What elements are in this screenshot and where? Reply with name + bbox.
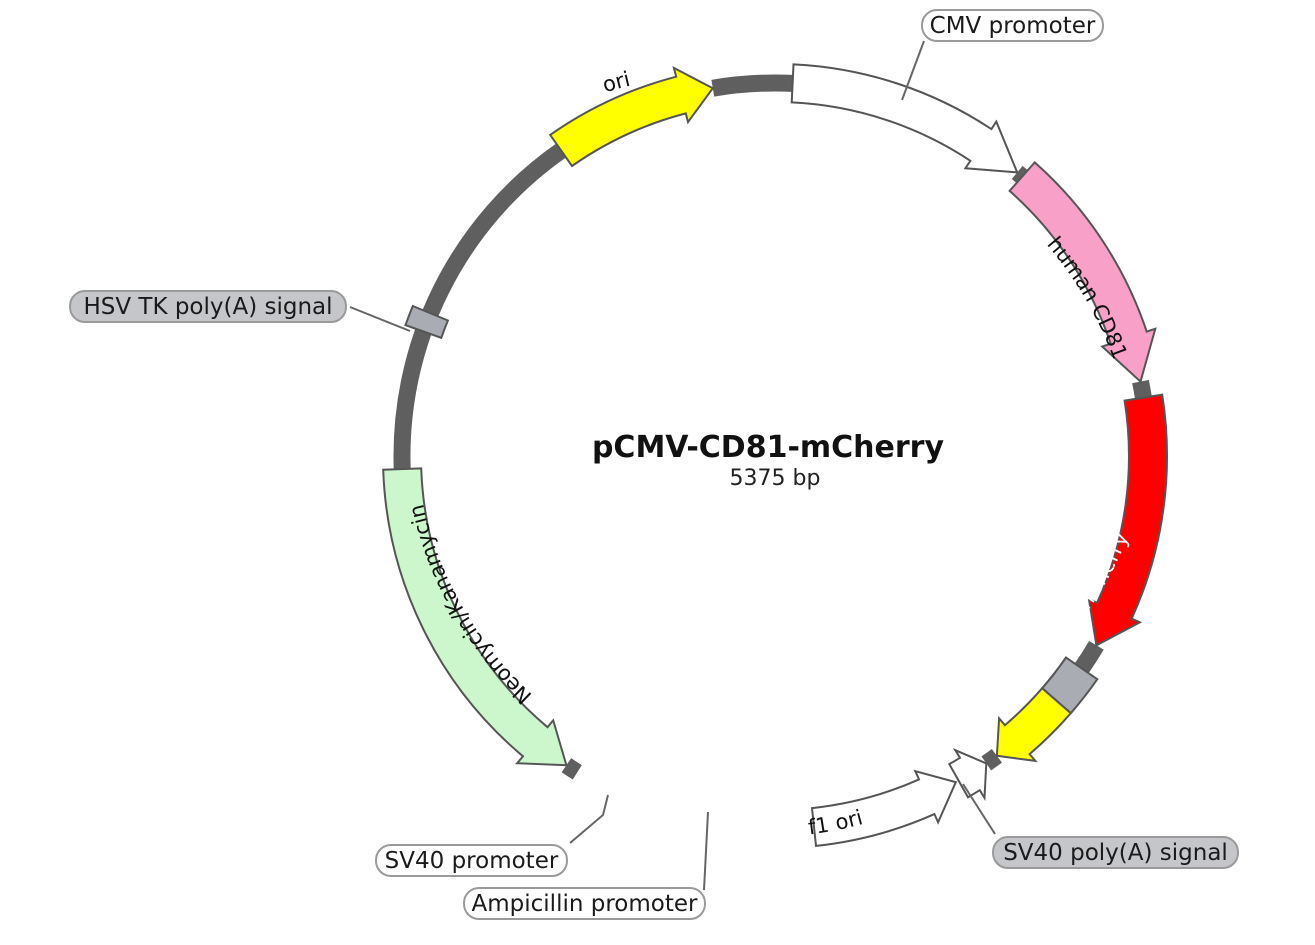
hsv-tk-polya-label: HSV TK poly(A) signal [83, 294, 332, 320]
sv40-polya-label-box [992, 836, 1239, 869]
cmv-promoter-leader [901, 40, 925, 101]
sv40-polya-label: SV40 poly(A) signal [1003, 840, 1228, 866]
sv40-polya-leader [962, 783, 996, 835]
sv40-polya-callout: SV40 poly(A) signal [992, 836, 1239, 869]
cmv-promoter-label: CMV promoter [930, 13, 1096, 39]
sv40-promoter-leader [569, 794, 609, 844]
sv40-promoter-callout: SV40 promoter [375, 844, 568, 877]
f1-ori-feature [995, 686, 1073, 763]
backbone-segment [561, 758, 582, 780]
cmv-promoter-callout: CMV promoter [921, 9, 1104, 42]
ampicillin-promoter-label-box [463, 887, 706, 920]
sv40-promoter-feature [810, 769, 958, 847]
backbone-segment [1132, 379, 1152, 399]
ori-feature [548, 65, 715, 168]
ampicillin-promoter-label: Ampicillin promoter [472, 891, 698, 917]
plasmid-size: 5375 bp [730, 466, 821, 491]
hsv-tk-polya-callout: HSV TK poly(A) signal [69, 290, 347, 323]
feature-layer [382, 63, 1169, 847]
ampicillin-promoter-callout: Ampicillin promoter [463, 887, 706, 920]
backbone-segment [393, 143, 566, 470]
cmv-promoter-feature [790, 63, 1019, 174]
mcherry-feature [1087, 393, 1169, 647]
ampicillin-promoter-leader [703, 811, 709, 891]
cmv-promoter-label-box [921, 9, 1104, 42]
leader-lines [349, 40, 996, 891]
ampicillin-promoter-feature [947, 748, 988, 802]
backbone-segment [711, 74, 794, 97]
plasmid-name: pCMV-CD81-mCherry [592, 430, 945, 465]
sv40-promoter-label-box [375, 844, 568, 877]
sv40-promoter-label: SV40 promoter [385, 848, 559, 874]
backbone-segment [1074, 640, 1104, 674]
backbone-segment [981, 748, 1002, 771]
human-cd81-feature [1008, 160, 1157, 384]
neo-kan-feature [382, 467, 568, 767]
hsv-tk-polya-feature [404, 304, 450, 340]
hsv-tk-polya-label-box [69, 290, 347, 323]
hsv-tk-leader [349, 306, 411, 332]
